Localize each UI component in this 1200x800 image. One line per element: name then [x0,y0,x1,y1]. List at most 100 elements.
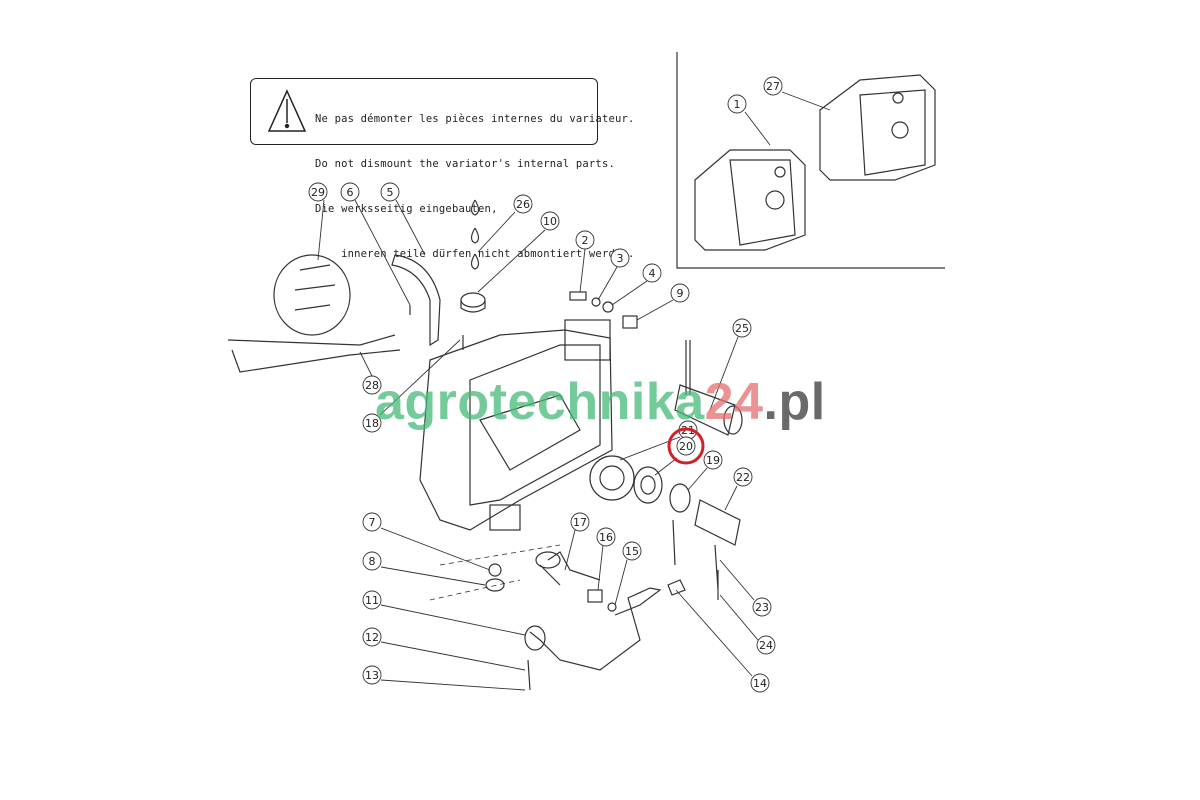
callout-circle [362,551,382,571]
coupling-22 [694,499,741,546]
spacer-16 [587,589,603,603]
callout-18: 18 [362,413,382,433]
callout-number: 7 [369,516,376,529]
watermark: agrotechnika24.pl [375,372,826,432]
callout-number: 3 [617,252,624,265]
inset-frame [676,52,945,269]
bearing-20 [633,466,663,504]
bushing-19 [669,483,691,513]
callout-23: 23 [752,597,772,617]
callout-number: 1 [734,98,741,111]
callout-circle [362,413,382,433]
callout-number: 9 [677,287,684,300]
callout-22: 22 [733,467,753,487]
nut-4 [602,301,614,313]
callout-circle [340,182,360,202]
callout-8: 8 [362,551,382,571]
warning-line-fr: Ne pas démonter les pièces internes du v… [315,113,635,125]
plate-29 [273,254,351,336]
callout-13: 13 [362,665,382,685]
callout-number: 29 [311,186,325,199]
callout-4: 4 [642,263,662,283]
lever-28 [227,334,401,373]
callout-24: 24 [756,635,776,655]
callout-number: 12 [365,631,379,644]
plug-9 [622,315,638,329]
callout-3: 3 [610,248,630,268]
variator-housing [419,319,613,531]
callout-circle [622,541,642,561]
callout-number: 6 [347,186,354,199]
callout-12: 12 [362,627,382,647]
callout-number: 20 [679,440,693,453]
callout-circle [752,597,772,617]
warning-line-en: Do not dismount the variator's internal … [315,158,615,170]
callout-number: 11 [365,594,379,607]
washer-3 [591,297,601,307]
watermark-part2: 24 [704,373,764,431]
crank-11 [529,587,662,671]
sprocket-21 [589,455,635,501]
callout-11: 11 [362,590,382,610]
callout-2: 2 [575,230,595,250]
callout-number: 10 [543,215,557,228]
callout-number: 2 [582,234,589,247]
callout-circle [575,230,595,250]
pins [685,340,691,395]
callout-7: 7 [362,512,382,532]
callout-number: 13 [365,669,379,682]
callout-circle [642,263,662,283]
callout-number: 27 [766,80,780,93]
washer-15 [607,602,617,612]
callout-1: 1 [727,94,747,114]
callout-circle [703,450,723,470]
callout-circle [610,248,630,268]
callout-circle [670,283,690,303]
callout-number: 23 [755,601,769,614]
screw-2 [569,291,587,301]
highlight-circle [667,427,705,465]
callout-circle [308,182,328,202]
pin-12 [527,659,531,691]
callout-19: 19 [703,450,723,470]
callout-circle [380,182,400,202]
inset-variator-27 [819,74,936,181]
callout-number: 24 [759,639,773,652]
callout-9: 9 [670,283,690,303]
callout-29: 29 [308,182,328,202]
callout-5: 5 [380,182,400,202]
callout-number: 4 [649,267,656,280]
callout-14: 14 [750,673,770,693]
callout-number: 16 [599,531,613,544]
callout-6: 6 [340,182,360,202]
callout-number: 5 [387,186,394,199]
callout-circle [362,590,382,610]
callout-circle [750,673,770,693]
callout-number: 14 [753,677,767,690]
callout-circle [362,627,382,647]
oil-drops-26 [470,199,480,270]
callout-circle [513,194,533,214]
watermark-part3: .pl [763,373,826,431]
callout-15: 15 [622,541,642,561]
callout-25: 25 [732,318,752,338]
callout-circle [362,665,382,685]
callout-number: 15 [625,545,639,558]
callout-28: 28 [362,375,382,395]
key-14 [667,579,686,596]
callout-number: 26 [516,198,530,211]
callout-circle [763,76,783,96]
callout-number: 28 [365,379,379,392]
plug-8 [485,578,505,592]
watermark-part1: agrotechnika [375,373,705,431]
callout-number: 22 [736,471,750,484]
callout-10: 10 [540,211,560,231]
callout-number: 25 [735,322,749,335]
callout-26: 26 [513,194,533,214]
callout-17: 17 [570,512,590,532]
callout-circle [362,512,382,532]
callout-circle [676,436,696,456]
callout-circle [732,318,752,338]
